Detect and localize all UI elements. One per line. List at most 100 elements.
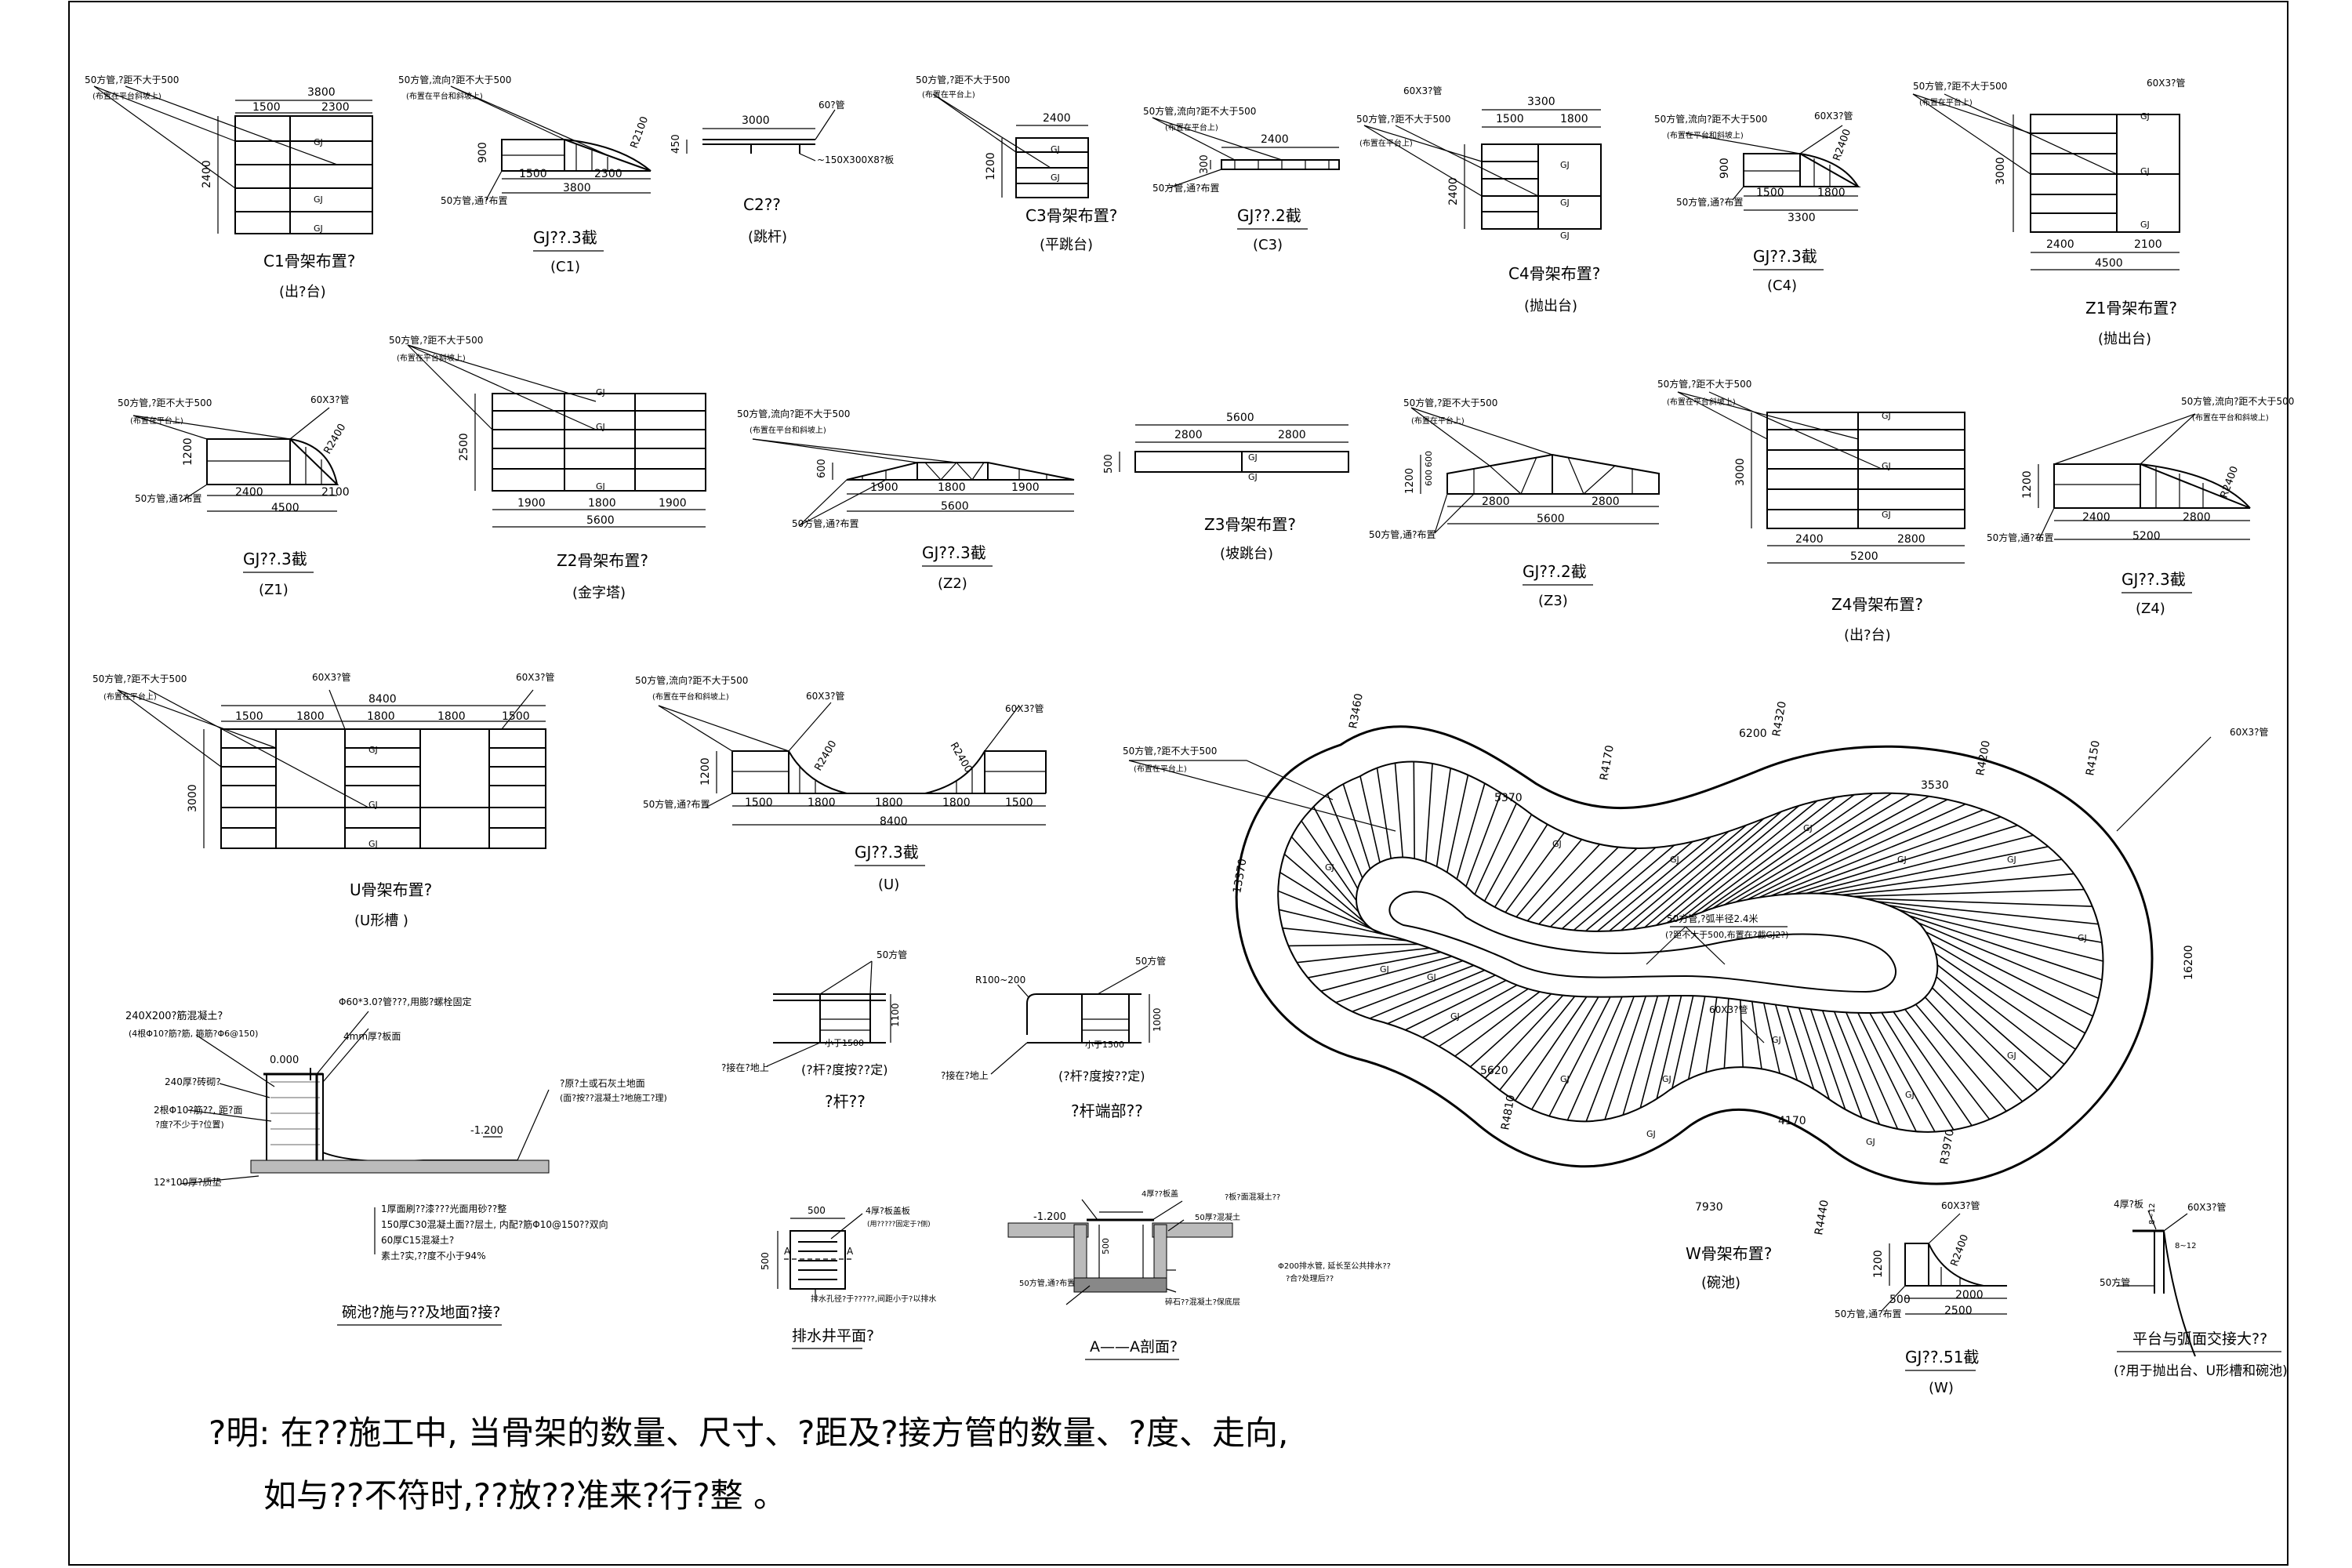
z2-plan: 2500 1900 1800 1900 5600 GJ GJ GJ 50方管,?… [389, 334, 706, 601]
w-rib [1531, 996, 1599, 1110]
u-tag-sub: (布置在平台上) [103, 691, 157, 702]
c1-title: C1骨架布置? [263, 252, 355, 270]
w-rib [1915, 1004, 2007, 1112]
gj-z1-sub: (Z1) [259, 582, 289, 598]
drain-note: 排水孔径?于?????,间距小于?以排水 [811, 1294, 936, 1304]
gj-u-title: GJ??.3截 [855, 843, 919, 862]
gj-c3-tag: 50方管,流向?距不大于500 [1143, 105, 1256, 117]
gj-z4-total: 5200 [2132, 530, 2161, 543]
gj-z2-sub: (Z2) [938, 575, 967, 592]
gj-w-tag2: 50方管,通?布置 [1835, 1308, 1901, 1319]
gj-u-span-1: 1500 [745, 797, 773, 809]
w-rib [1806, 834, 2034, 895]
w-rib [1369, 969, 1486, 1019]
w-gj-label: GJ [1866, 1137, 1875, 1147]
w-rib [1918, 922, 2099, 1000]
gj-c4-r: R2400 [1831, 128, 1854, 163]
w-rib [1829, 858, 2063, 895]
w-rib [1809, 1009, 1846, 1110]
z4-tag: 50方管,?距不大于500 [1657, 378, 1751, 390]
w-d-6: 5620 [1480, 1065, 1508, 1077]
w-gj-label: GJ [1646, 1129, 1656, 1139]
c1-sub: (出?台) [279, 284, 326, 300]
w-gj-label: GJ [1803, 823, 1813, 833]
c3-title: C3骨架布置? [1025, 206, 1117, 225]
c4-span1: 1500 [1496, 113, 1524, 125]
gj-z3-tag-sub: (布置在平台上) [1411, 416, 1465, 426]
w-rib [1864, 898, 2092, 907]
gj-z4-sub: (Z4) [2136, 601, 2165, 617]
w-rib [1794, 824, 2018, 895]
w-rib [1887, 904, 2103, 943]
w-gj-label: GJ [1325, 862, 1334, 873]
c4-tube60: 60X3?管 [1403, 85, 1443, 96]
u-h: 3000 [187, 784, 199, 812]
drain-tag: 4厚?板盖板 [866, 1205, 910, 1216]
w-gj-label: GJ [2078, 933, 2087, 943]
w-d-2: 5370 [1494, 792, 1523, 804]
w-d-5: 16200 [2183, 945, 2195, 980]
w-rib [1282, 927, 1408, 942]
bowl-beam: 240X200?筋混凝土? [125, 1010, 223, 1022]
w-rib [1561, 847, 1657, 930]
bowl-l2: 150厚C30混凝土面??层土, 内配?筋Φ10@150??双向 [381, 1218, 608, 1230]
z3-gj-1: GJ [1248, 452, 1258, 463]
rail-end-note: (?杆?度按??定) [1058, 1069, 1145, 1083]
w-rib [1548, 996, 1611, 1116]
w-rib [1931, 942, 2085, 1034]
gj-c1-title: GJ??.3截 [533, 228, 597, 247]
w-rib [1515, 839, 1583, 918]
w-rib [1774, 1004, 1798, 1081]
w-d-8: 7930 [1695, 1201, 1723, 1214]
z2-tag: 50方管,?距不大于500 [389, 334, 483, 346]
gj-z4-title: GJ??.3截 [2122, 570, 2186, 589]
aa-t3: 50厚?混凝土 [1195, 1212, 1240, 1222]
w-rib [1297, 947, 1430, 964]
gj-w-total: 2500 [1944, 1305, 1973, 1317]
w-r-3: R4320 [1770, 700, 1789, 737]
gj-c1-w1: 1500 [519, 168, 547, 180]
gj-z1-h: 1200 [182, 437, 194, 466]
w-note1: 50方管,?弧半径2.4米 [1667, 913, 1759, 924]
sheet-border [68, 1, 2288, 1566]
z2-gj-1: GJ [596, 387, 605, 397]
c2-pipe: 60?管 [818, 99, 845, 111]
gj-c1-sub: (C1) [550, 259, 580, 275]
w-rib [1786, 1006, 1815, 1090]
gj-z2-s3: 1900 [1011, 481, 1040, 494]
w-tube60-inner: 60X3?管 [1709, 1004, 1748, 1015]
bowl-wall: 240厚?砖砌? [165, 1076, 221, 1087]
w-gj-label: GJ [1772, 1035, 1781, 1045]
c4-tag-sub: (布置在平台上) [1359, 138, 1413, 148]
gj-w-section: 60X3?管 1200 500 2000 2500 R2400 50方管,通?布… [1835, 1200, 2007, 1396]
gj-z1-s2: 2100 [321, 486, 350, 499]
z2-s1: 1900 [517, 497, 546, 510]
w-rib [1609, 830, 1730, 932]
u-tube60-1: 60X3?管 [312, 671, 351, 683]
z2-gj-2: GJ [596, 422, 605, 432]
u-gj-1: GJ [368, 745, 378, 755]
bowl-l4: 素土?实,??度不小于94% [381, 1250, 486, 1261]
gj-w-s1: 500 [1889, 1294, 1911, 1306]
w-rib [1782, 816, 2002, 895]
w-rib [1394, 763, 1404, 858]
w-rib [1622, 996, 1659, 1116]
w-r-6: R4810 [1499, 1094, 1518, 1131]
z3-plan: 5600 2800 2800 500 GJ GJ Z3骨架布置? (坡跳台) [1103, 412, 1349, 562]
w-gj-label: GJ [1450, 1011, 1460, 1022]
w-rib [1335, 960, 1464, 1004]
gj-z4-h: 1200 [2021, 470, 2034, 499]
z1-total: 4500 [2095, 257, 2123, 270]
rail-end-title: ?杆端部?? [1071, 1102, 1143, 1120]
c3-sub: (平跳台) [1040, 237, 1093, 253]
gj-z1-r: R2400 [321, 422, 348, 456]
w-rib [1747, 799, 1948, 901]
w-rib [1376, 768, 1392, 859]
gj-u-span-3: 1800 [875, 797, 903, 809]
aa-lvl: -1.200 [1033, 1211, 1066, 1223]
aa-rise: 50方管,通?布置 [1019, 1278, 1075, 1288]
gj-z1-total: 4500 [271, 502, 299, 514]
bowl-title: 碗池?施与??及地面?接? [342, 1304, 500, 1321]
